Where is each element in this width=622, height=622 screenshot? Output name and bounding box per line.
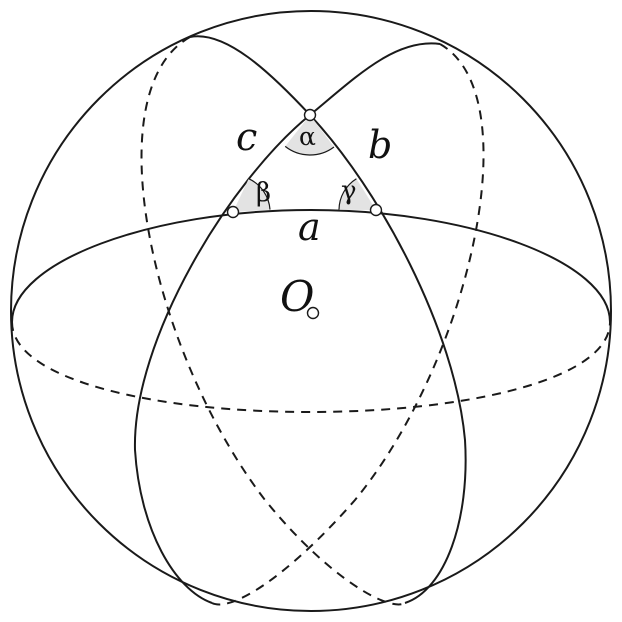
sphere-outline	[10, 10, 612, 612]
angle-markers	[233, 115, 376, 212]
angle-gamma-label: γ	[341, 176, 357, 206]
center-point	[306, 306, 320, 320]
vertex-c	[369, 203, 383, 217]
labels: O a b c α β γ	[236, 115, 392, 321]
vertex-b	[226, 205, 240, 219]
angle-alpha-label: α	[299, 122, 316, 151]
equator-front-arc	[11, 208, 611, 323]
visible-arcs	[10, 10, 612, 612]
angle-gamma-fill	[339, 178, 376, 210]
great-circle-c-front-arc	[189, 35, 467, 604]
equator-back-arc	[11, 321, 611, 414]
center-label: O	[280, 272, 314, 321]
side-c-label: c	[236, 115, 257, 159]
great-circle-b-back-arc	[211, 43, 485, 606]
angle-beta-arc	[248, 178, 271, 210]
great-circle-b-front-arc	[133, 42, 441, 604]
points	[226, 108, 383, 320]
angle-beta-fill	[233, 178, 270, 212]
angle-alpha-fill	[285, 115, 334, 156]
angle-alpha-arc	[284, 145, 335, 156]
side-b-label: b	[368, 123, 392, 167]
side-a-label: a	[298, 205, 321, 249]
great-circle-c-back-arc	[140, 36, 406, 606]
vertex-a	[303, 108, 317, 122]
angle-beta-label: β	[256, 178, 271, 208]
hidden-arcs	[11, 36, 611, 606]
angle-gamma-arc	[338, 178, 357, 210]
